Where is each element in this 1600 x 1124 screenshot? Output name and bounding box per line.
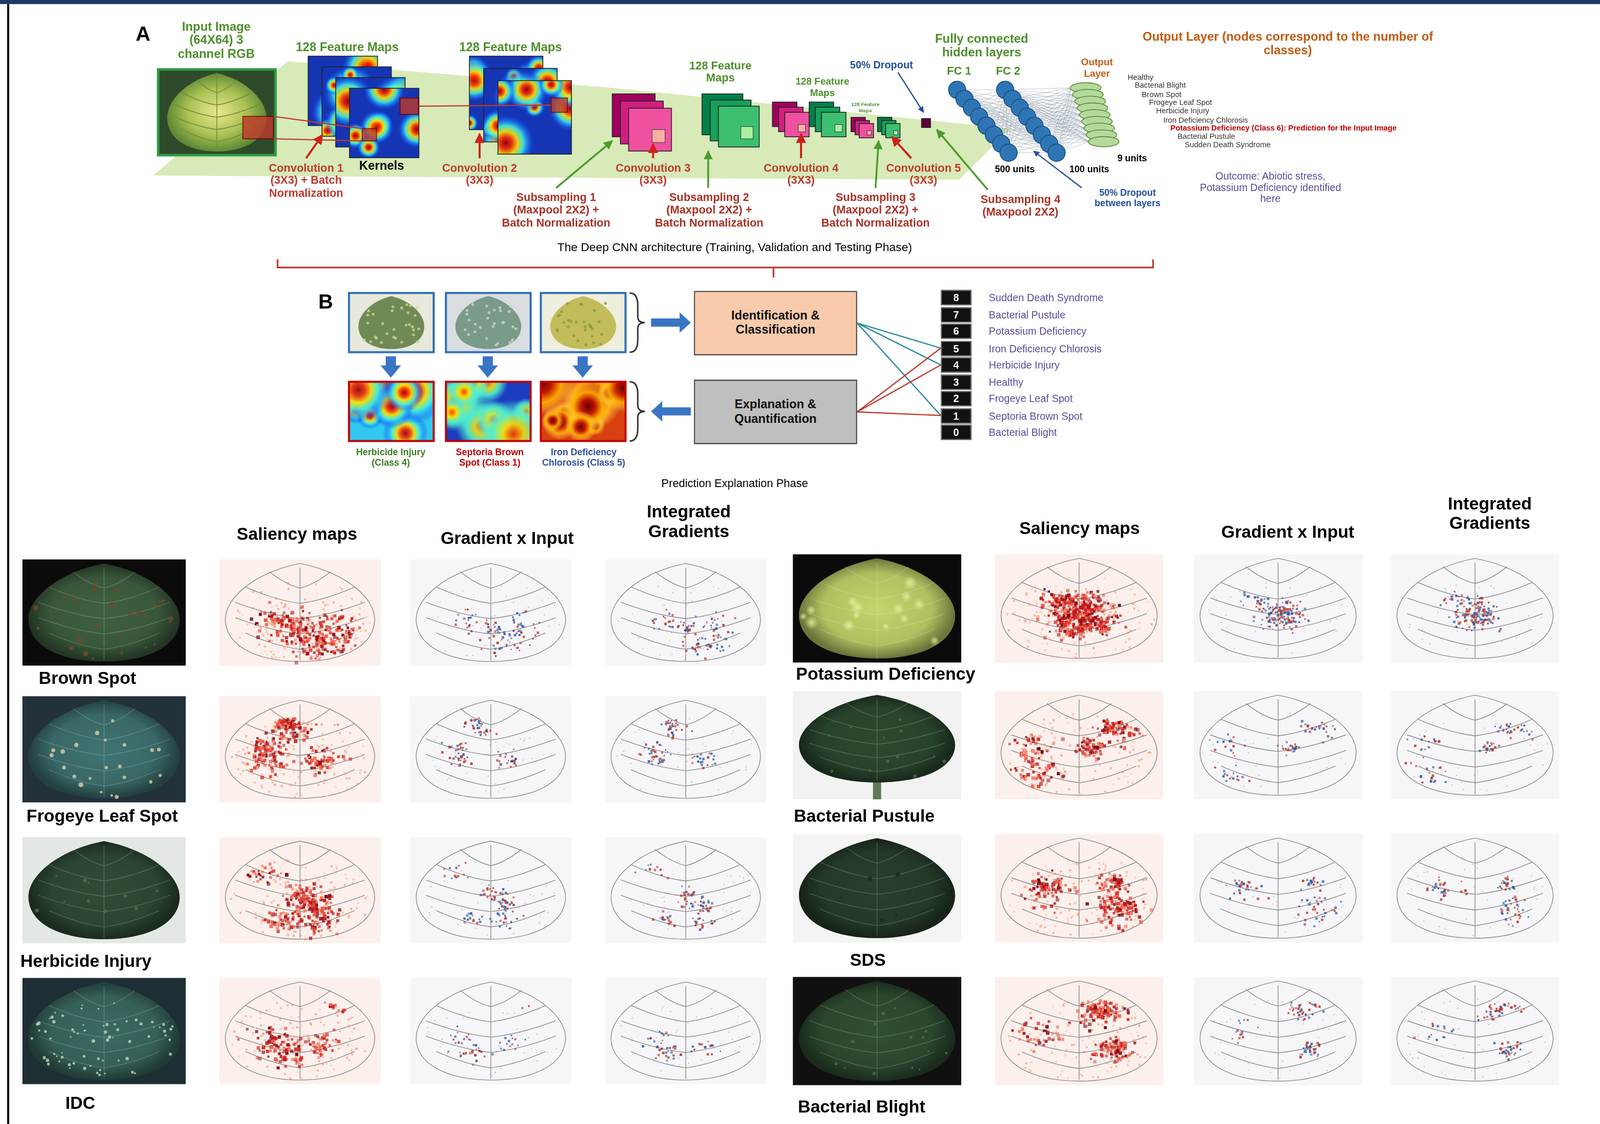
figure: AInput Image (64X64) 3 channel RGB128 Fe… <box>0 0 1600 1124</box>
